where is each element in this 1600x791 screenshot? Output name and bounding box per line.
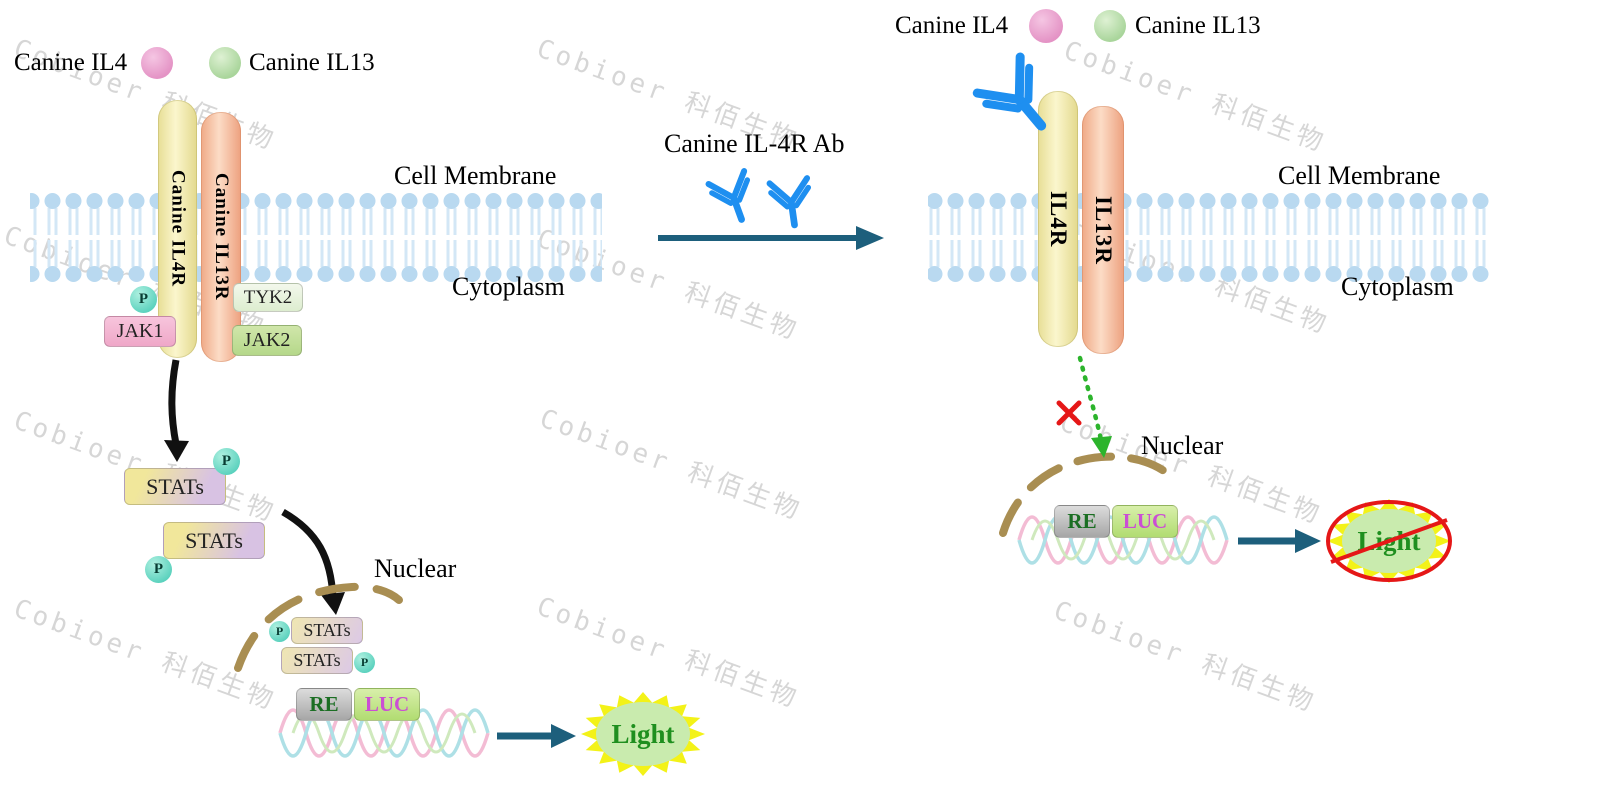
cytoplasm-label-right: Cytoplasm xyxy=(1341,272,1454,301)
jak2-box: JAK2 xyxy=(232,325,302,356)
response-element-box-left: RE xyxy=(296,688,352,721)
response-element-box-right: RE xyxy=(1054,505,1110,538)
signal-arrow-receptor-to-stats xyxy=(164,359,189,462)
antibody-treatment-label: Canine IL-4R Ab xyxy=(664,129,845,158)
arrow-to-light-right xyxy=(1238,529,1321,553)
receptor-canine-il4r-label: Canine IL4R xyxy=(167,170,189,288)
il4-ligand-icon xyxy=(1029,9,1063,43)
il13-ligand-icon xyxy=(1094,10,1126,42)
phosphate-badge: P xyxy=(269,621,290,642)
nuclear-stats-box-a: STATs xyxy=(291,617,363,644)
prohibition-sign xyxy=(1326,500,1452,582)
nuclear-envelope-left xyxy=(234,582,403,672)
legend-il4-label-left: Canine IL4 xyxy=(14,49,128,76)
blocked-signal-arrow xyxy=(1077,355,1112,458)
il13-ligand-icon xyxy=(209,47,241,79)
luciferase-box-left: LUC xyxy=(354,688,420,721)
tyk2-box: TYK2 xyxy=(233,283,303,312)
receptor-il4r-right: IL4R xyxy=(1038,91,1078,347)
antibody-icon xyxy=(709,171,760,226)
stats-box-a: STATs xyxy=(124,468,226,505)
phosphate-badge: P xyxy=(213,448,240,475)
phosphate-badge: P xyxy=(130,286,157,313)
phosphate-badge: P xyxy=(145,556,172,583)
jak1-box: JAK1 xyxy=(104,316,176,347)
receptor-canine-il13r: Canine IL13R xyxy=(201,112,241,362)
antibody-icon-bound xyxy=(977,57,1062,144)
phosphate-badge: P xyxy=(354,652,375,673)
legend-il4-label-right: Canine IL4 xyxy=(895,12,1009,39)
legend-il13-label-right: Canine IL13 xyxy=(1135,12,1261,39)
legend-il13-label-left: Canine IL13 xyxy=(249,49,375,76)
blocked-cross-icon xyxy=(1056,400,1082,426)
receptor-il13r-right: IL13R xyxy=(1082,106,1124,354)
nuclear-label-right: Nuclear xyxy=(1141,431,1224,460)
nuclear-label-left: Nuclear xyxy=(374,554,457,583)
receptor-canine-il13r-label: Canine IL13R xyxy=(211,173,232,301)
antibody-icon xyxy=(770,178,814,227)
il4-ligand-icon xyxy=(141,47,173,79)
nuclear-stats-box-b: STATs xyxy=(281,647,353,674)
treatment-arrow xyxy=(658,226,884,250)
cell-membrane-label-left: Cell Membrane xyxy=(394,161,557,190)
cell-membrane-right xyxy=(928,190,1492,285)
cell-membrane-left xyxy=(30,190,602,285)
cytoplasm-label-left: Cytoplasm xyxy=(452,272,565,301)
receptor-canine-il4r: Canine IL4R xyxy=(158,100,197,358)
luciferase-box-right: LUC xyxy=(1112,505,1178,538)
arrow-to-light-left xyxy=(497,724,576,748)
receptor-il13r-right-label: IL13R xyxy=(1091,195,1116,265)
cell-membrane-label-right: Cell Membrane xyxy=(1278,161,1441,190)
receptor-il4r-right-label: IL4R xyxy=(1046,190,1071,248)
light-label-left: Light xyxy=(611,719,674,749)
nuclear-envelope-right xyxy=(999,452,1168,537)
stats-box-b: STATs xyxy=(163,522,265,559)
